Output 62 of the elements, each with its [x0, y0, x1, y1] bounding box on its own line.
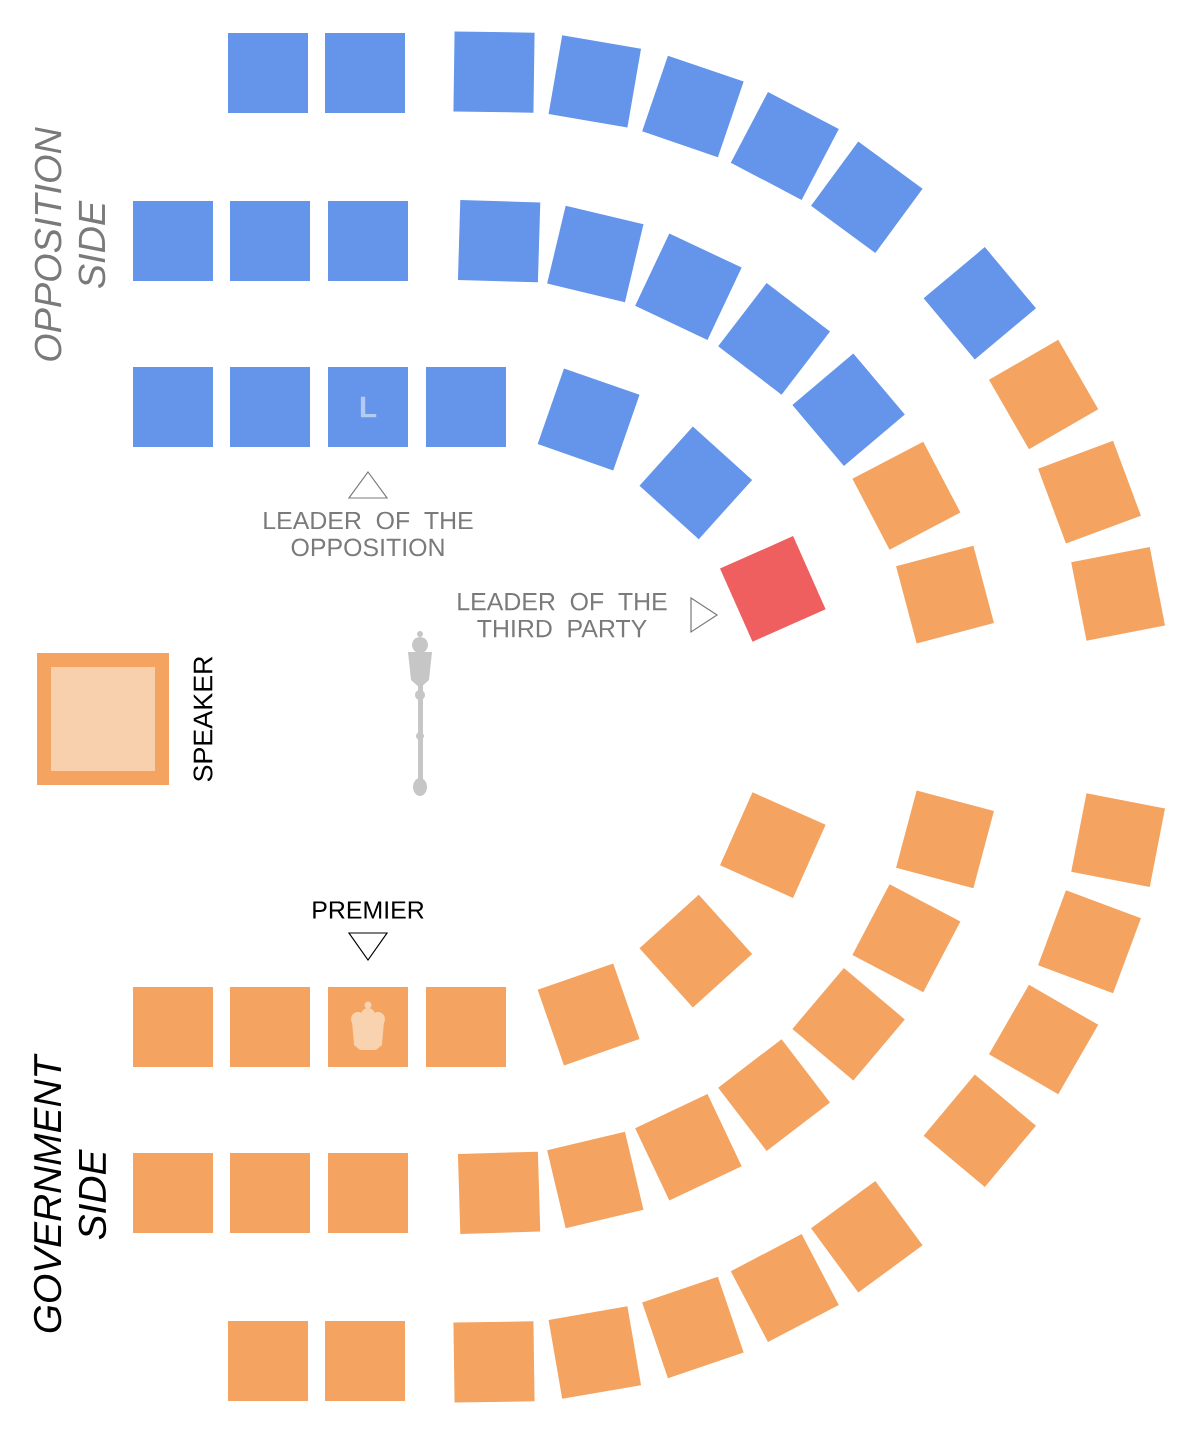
seat: [639, 894, 753, 1008]
side-heading: GOVERNMENT SIDE: [33, 1053, 107, 1333]
seat: [811, 1181, 923, 1293]
seat: [230, 987, 310, 1067]
seat: [852, 441, 961, 550]
seat: [547, 205, 644, 303]
seat: [230, 367, 310, 447]
seat: [718, 282, 831, 395]
seat: [1071, 547, 1165, 641]
seat-caption: PREMIER: [313, 901, 424, 919]
seat-caption: LEADER OF THE OPPOSITION: [264, 511, 473, 557]
seat: [133, 201, 213, 281]
seat: [328, 1153, 408, 1233]
seat: [792, 353, 905, 466]
seat: [328, 201, 408, 281]
seat: [453, 1321, 535, 1403]
seat: [230, 1153, 310, 1233]
seat: [1071, 793, 1165, 887]
seat: [426, 987, 506, 1067]
seat: [230, 201, 310, 281]
side-heading: OPPOSITION SIDE: [34, 127, 106, 361]
seat: [720, 536, 826, 642]
seat: [453, 31, 535, 113]
seat: [639, 426, 753, 540]
seat: [896, 545, 994, 644]
seat: [133, 367, 213, 447]
seat: [852, 884, 961, 993]
seat: [718, 1039, 831, 1151]
seat: [923, 247, 1036, 360]
seat: [988, 984, 1099, 1095]
seat: [325, 33, 405, 113]
seat: [988, 339, 1099, 450]
seat-caption: LEADER OF THE THIRD PARTY: [458, 592, 667, 638]
seat: [457, 1151, 541, 1234]
speaker-seat: [37, 653, 169, 785]
seat: [792, 967, 905, 1081]
seat: [635, 233, 742, 340]
seat: [548, 1306, 642, 1399]
seat: [923, 1074, 1036, 1187]
seat: [811, 141, 923, 253]
seat: [325, 1321, 405, 1401]
seat: L: [328, 367, 408, 447]
seat: [133, 987, 213, 1067]
seat: [635, 1094, 742, 1201]
seat: [228, 1321, 308, 1401]
seat: [1038, 440, 1141, 544]
seat: [642, 55, 744, 158]
seat: [133, 1153, 213, 1233]
seat: [426, 367, 506, 447]
seat: [730, 91, 839, 200]
seat: [457, 200, 541, 283]
seat: [537, 963, 640, 1066]
seat: [548, 35, 642, 128]
seat-caption: SPEAKER: [193, 656, 213, 782]
seat: [537, 368, 640, 471]
seat: [228, 33, 308, 113]
seat: [642, 1276, 744, 1379]
seat: [720, 792, 826, 898]
seat: [1038, 890, 1141, 994]
seat: [896, 790, 994, 889]
seat: [547, 1131, 644, 1229]
seat: [730, 1234, 839, 1343]
